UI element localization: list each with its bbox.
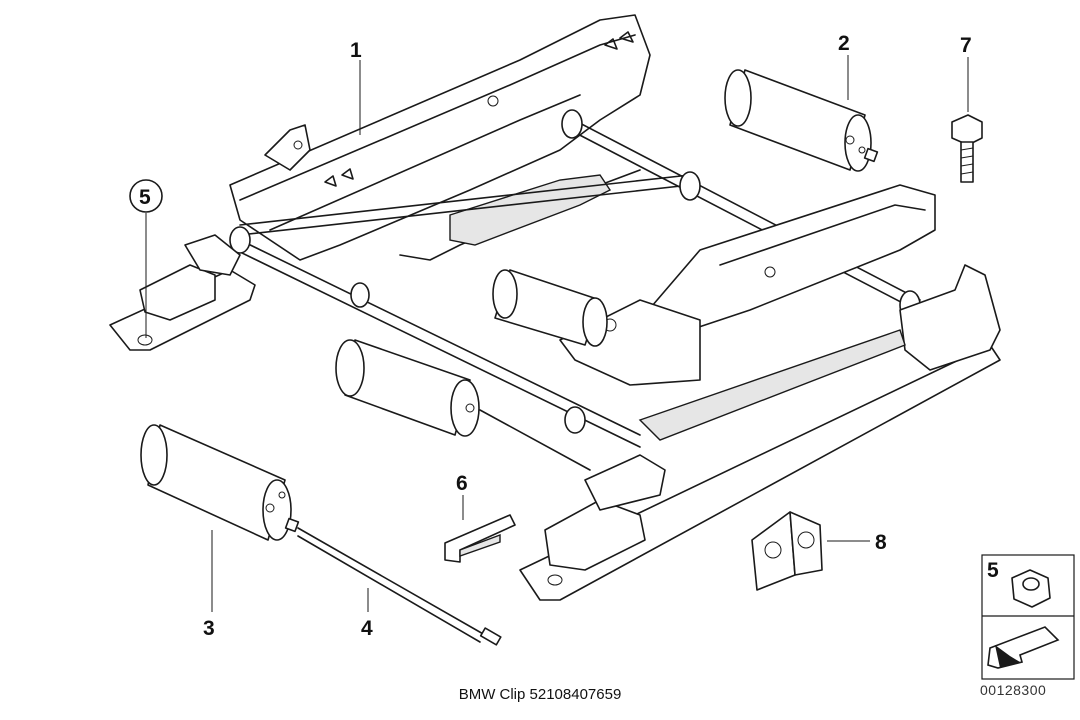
diagram-code: 00128300: [980, 682, 1047, 698]
bolt-part-7: [951, 114, 983, 183]
callout-6: 6: [456, 472, 468, 495]
callout-8: 8: [875, 531, 887, 554]
caption: BMW Clip 52108407659: [458, 686, 622, 703]
callout-1: 1: [350, 39, 362, 62]
left-rail: [109, 234, 256, 351]
front-frame-part: [559, 184, 936, 441]
motor-front: [335, 339, 591, 471]
right-rail: [519, 264, 1001, 601]
callout-4: 4: [361, 617, 373, 640]
callout-5: 5: [139, 186, 151, 209]
motor-part-3: [140, 424, 300, 541]
nut-icon: [1011, 569, 1051, 608]
legend-number: 5: [987, 559, 999, 582]
legend-box: [981, 554, 1075, 680]
bracket-part-8: [751, 511, 823, 591]
motor-center: [492, 269, 608, 347]
callout-2: 2: [838, 32, 850, 55]
cross-shaft-front: [229, 226, 641, 448]
clip-part-6: [444, 514, 516, 563]
callout-7: 7: [960, 34, 972, 57]
flex-shaft-part-4: [297, 527, 502, 646]
motor-part-2: [724, 69, 879, 172]
callout-3: 3: [203, 617, 215, 640]
rear-frame-part: [229, 14, 651, 261]
leader-lines: [145, 55, 969, 612]
cross-shaft-rear: [239, 174, 691, 236]
callout-5-circle: [129, 179, 163, 213]
arrow-icon: [987, 626, 1060, 669]
